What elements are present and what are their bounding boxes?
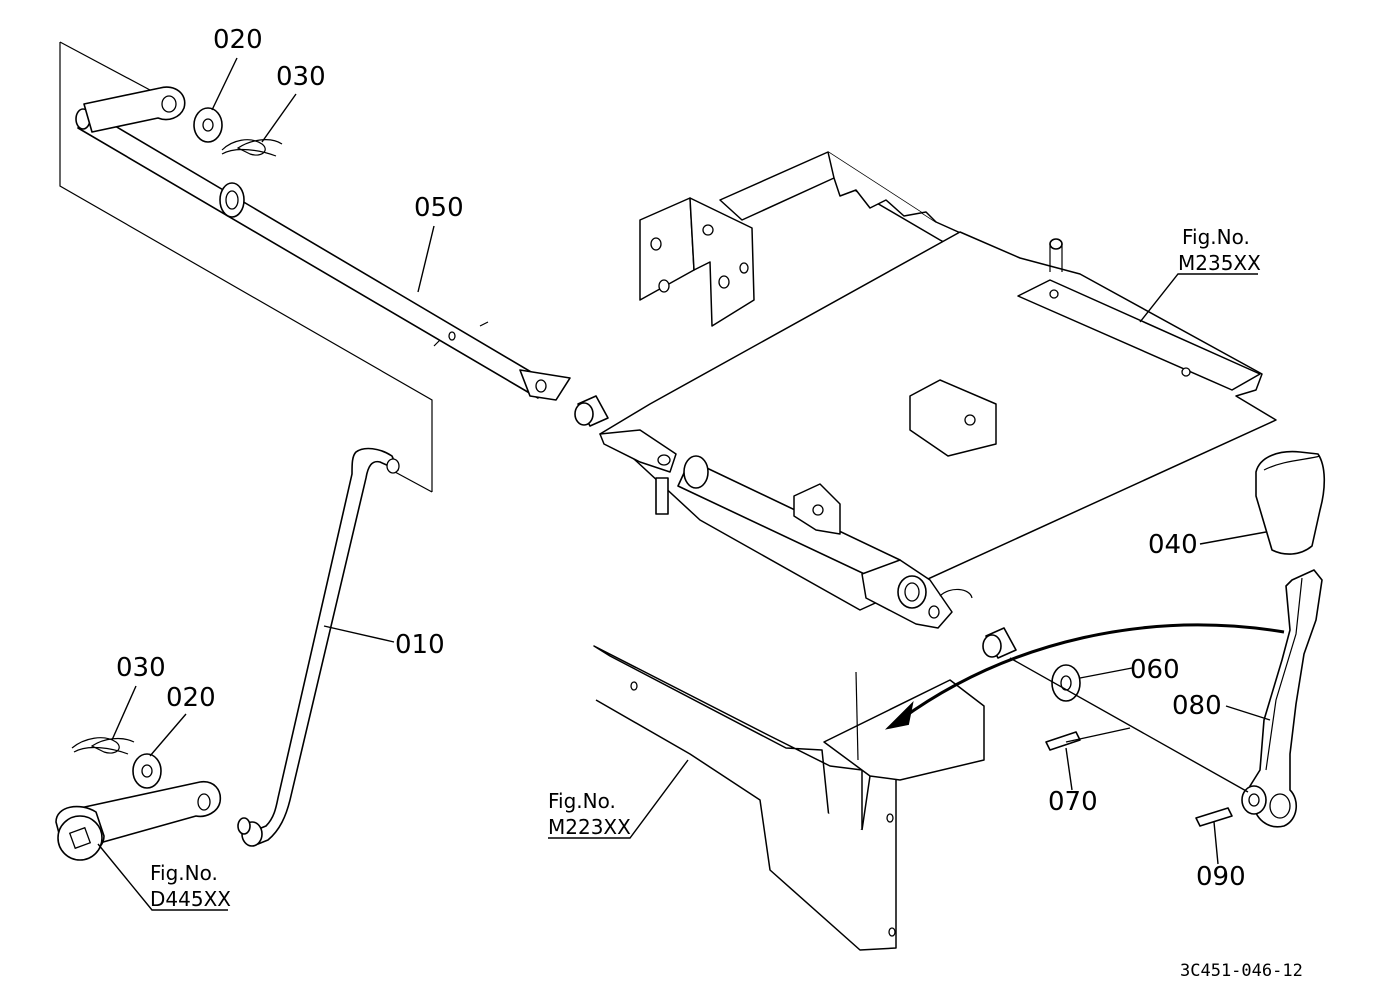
part-labels: 020 030 050 010 030 020 040 060 080 070 … xyxy=(116,25,1246,892)
figure-references: Fig.No. M235XX Fig.No. M223XX Fig.No. D4… xyxy=(150,225,1261,911)
leader-m235 xyxy=(1139,273,1258,323)
label-050: 050 xyxy=(414,193,464,223)
bushing-lower xyxy=(982,627,1017,659)
label-010: 010 xyxy=(395,630,445,660)
leader-040 xyxy=(1199,531,1267,545)
label-020-left: 020 xyxy=(166,683,216,713)
washer-020-top xyxy=(193,107,223,143)
lower-link-arm xyxy=(55,780,222,861)
leader-080 xyxy=(1225,705,1271,721)
washer-020-left xyxy=(132,753,162,789)
leader-060 xyxy=(1079,667,1133,679)
leader-020-left xyxy=(149,713,187,757)
ref-d445-line1: Fig.No. xyxy=(150,861,218,885)
ref-d445-line2: D445XX xyxy=(150,887,231,911)
label-070: 070 xyxy=(1048,787,1098,817)
label-030-top: 030 xyxy=(276,62,326,92)
rod-010 xyxy=(237,447,400,847)
label-090: 090 xyxy=(1196,862,1246,892)
label-060: 060 xyxy=(1130,655,1180,685)
leader-030-top xyxy=(261,93,297,143)
leader-lines xyxy=(97,57,1271,911)
pin-090 xyxy=(1195,807,1233,827)
ref-m235-line1: Fig.No. xyxy=(1182,225,1250,249)
fender-panel xyxy=(593,645,985,951)
knob-040 xyxy=(1255,450,1326,555)
leader-d445 xyxy=(97,843,228,911)
drawing-code: 3C451-046-12 xyxy=(1180,961,1303,981)
leader-070 xyxy=(1065,747,1073,791)
shaft-envelope-outline xyxy=(59,41,433,493)
leader-090 xyxy=(1213,821,1219,865)
motion-arrow xyxy=(884,623,1285,730)
bushing-upper xyxy=(574,395,609,427)
ref-m235-line2: M235XX xyxy=(1178,251,1261,275)
leader-030-left xyxy=(111,685,137,741)
seat-frame xyxy=(599,151,1277,629)
label-030-left: 030 xyxy=(116,653,166,683)
leader-m223 xyxy=(548,759,689,839)
leader-010 xyxy=(323,625,395,643)
shaft-050 xyxy=(75,86,571,401)
ref-m223-line1: Fig.No. xyxy=(548,789,616,813)
label-040: 040 xyxy=(1148,530,1198,560)
pin-070 xyxy=(1045,731,1081,751)
lever-080 xyxy=(1241,569,1323,828)
leader-020-top xyxy=(211,57,238,111)
ref-m223-line2: M223XX xyxy=(548,815,631,839)
label-080: 080 xyxy=(1172,691,1222,721)
label-020-top: 020 xyxy=(213,25,263,55)
leader-axis-lower xyxy=(1009,657,1249,793)
leader-070-b xyxy=(1065,727,1131,743)
snap-pin-030-top xyxy=(221,139,283,157)
leader-050 xyxy=(417,225,435,293)
snap-pin-030-left xyxy=(71,737,135,755)
